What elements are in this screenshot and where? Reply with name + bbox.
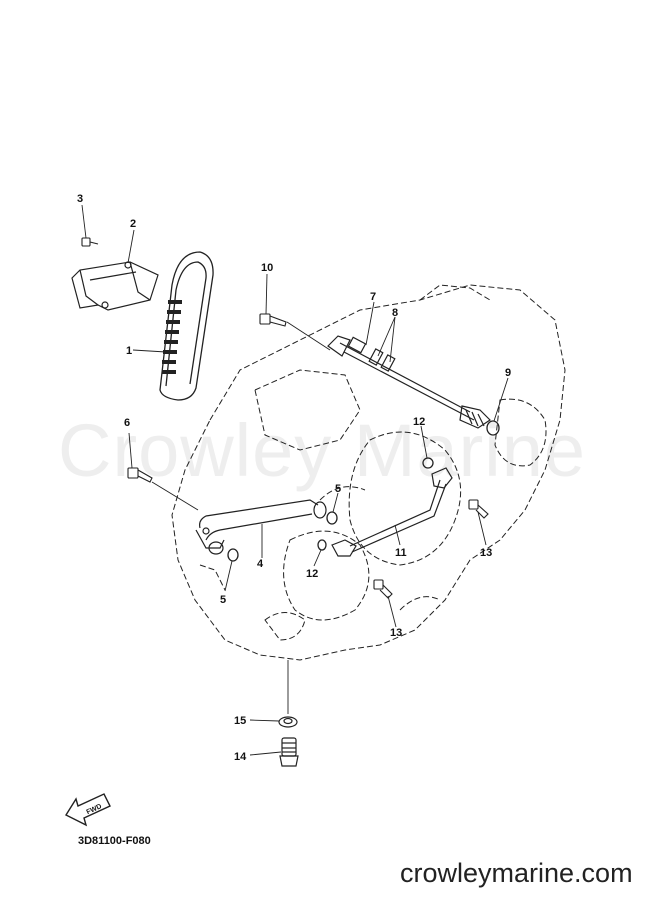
callout-2: 2 xyxy=(130,218,136,230)
callout-12-upper: 12 xyxy=(413,416,425,428)
callout-14: 14 xyxy=(234,751,247,763)
o-ring-12-lower xyxy=(317,539,327,551)
callout-3: 3 xyxy=(77,193,83,205)
website-link[interactable]: crowleymarine.com xyxy=(400,858,633,888)
drain-plug-14 xyxy=(279,737,299,767)
callout-9: 9 xyxy=(505,367,511,379)
oil-pipe-11 xyxy=(331,467,453,557)
chain-guide-bracket xyxy=(71,261,159,311)
o-ring-9 xyxy=(486,420,500,436)
o-ring-5-upper xyxy=(326,511,338,525)
callout-11: 11 xyxy=(395,547,407,559)
leader-lines xyxy=(81,204,509,756)
drive-chain xyxy=(159,251,214,401)
callout-5-lower: 5 xyxy=(220,594,226,606)
callout-8: 8 xyxy=(392,307,398,319)
crankcase-outline xyxy=(171,284,566,661)
chain-links xyxy=(162,300,182,374)
callout-7: 7 xyxy=(370,291,376,303)
callout-6: 6 xyxy=(124,417,130,429)
forward-arrow-icon: FWD xyxy=(64,793,111,827)
callout-10: 10 xyxy=(261,262,273,274)
bolt-13-upper xyxy=(468,499,489,519)
callout-13-lower: 13 xyxy=(390,627,402,639)
o-ring-12-upper xyxy=(422,457,434,469)
diagram-reference-code: 3D81100-F080 xyxy=(78,835,151,847)
bolt-6 xyxy=(127,467,153,483)
bolt-10 xyxy=(259,313,287,327)
bolt-13-lower xyxy=(373,579,393,599)
callout-12-lower: 12 xyxy=(306,568,318,580)
oil-pump-shaft xyxy=(327,335,491,429)
callout-13-upper: 13 xyxy=(480,547,492,559)
callout-5-upper: 5 xyxy=(335,483,341,495)
callout-15: 15 xyxy=(234,715,246,727)
o-ring-5-lower xyxy=(227,548,239,562)
callout-4: 4 xyxy=(257,558,264,570)
screw-3 xyxy=(81,237,99,247)
oil-pipe-4 xyxy=(195,499,327,555)
washer-15 xyxy=(278,716,298,728)
callout-1: 1 xyxy=(126,345,132,357)
